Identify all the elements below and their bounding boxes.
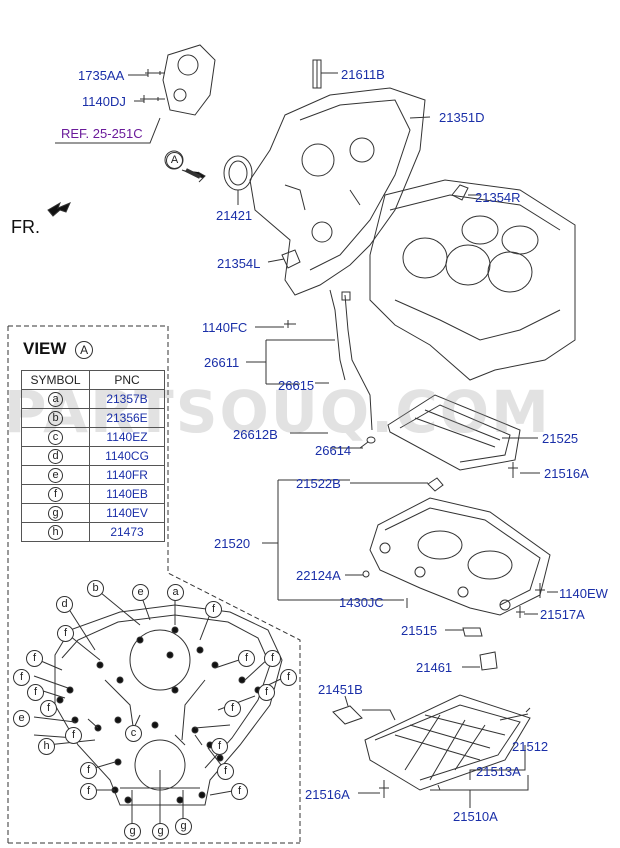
table-row[interactable]: f 1140EB <box>21 484 165 504</box>
part-label-21421[interactable]: 21421 <box>216 208 253 223</box>
symbol-pnc-table: SYMBOL PNC a 21357B b 21356E c 1140EZ d … <box>21 370 165 542</box>
symbol-circle: e <box>48 468 63 483</box>
table-row[interactable]: d 1140CG <box>21 446 165 466</box>
part-label-21516A-bottom[interactable]: 21516A <box>305 787 350 802</box>
table-row[interactable]: e 1140FR <box>21 465 165 485</box>
part-label-26611[interactable]: 26611 <box>204 355 240 370</box>
pnc-cell[interactable]: 21357B <box>89 389 165 409</box>
engine-block <box>369 179 576 381</box>
callout-f: f <box>80 783 97 800</box>
callout-g: g <box>124 823 141 840</box>
part-label-21517A[interactable]: 21517A <box>540 607 585 622</box>
part-label-21451B[interactable]: 21451B <box>318 682 363 697</box>
table-row[interactable]: h 21473 <box>21 522 165 542</box>
callout-f: f <box>27 684 44 701</box>
callout-f: f <box>224 700 241 717</box>
callout-d: d <box>56 596 73 613</box>
header-symbol: SYMBOL <box>21 370 90 390</box>
callout-f: f <box>40 700 57 717</box>
callout-e: e <box>13 710 30 727</box>
table-header-row: SYMBOL PNC <box>21 370 165 390</box>
symbol-circle: a <box>48 392 63 407</box>
view-marker: A <box>75 341 94 359</box>
lower-oil-pan <box>364 694 531 791</box>
callout-f: f <box>258 684 275 701</box>
pnc-cell[interactable]: 21356E <box>89 408 165 428</box>
part-label-1140EW[interactable]: 1140EW <box>559 586 608 601</box>
part-label-1140FC[interactable]: 1140FC <box>202 320 248 335</box>
callout-f: f <box>57 625 74 642</box>
part-label-22124A[interactable]: 22124A <box>296 568 341 583</box>
symbol-circle: h <box>48 525 63 540</box>
callout-e: e <box>132 584 149 601</box>
part-label-26614[interactable]: 26614 <box>315 443 352 458</box>
view-title: VIEW A <box>23 339 94 359</box>
part-label-21516A-top[interactable]: 21516A <box>544 466 589 481</box>
pnc-cell[interactable]: 1140EZ <box>89 427 165 447</box>
part-label-1140DJ[interactable]: 1140DJ <box>82 94 126 109</box>
part-label-1430JC[interactable]: 1430JC <box>339 595 384 610</box>
callout-f: f <box>80 762 97 779</box>
front-direction-label: FR. <box>11 217 40 237</box>
callout-f: f <box>13 669 30 686</box>
pnc-cell[interactable]: 1140EB <box>89 484 165 504</box>
table-row[interactable]: g 1140EV <box>21 503 165 523</box>
symbol-circle: b <box>48 411 63 426</box>
table-row[interactable]: c 1140EZ <box>21 427 165 447</box>
part-label-21525[interactable]: 21525 <box>542 431 579 446</box>
callout-c: c <box>125 725 142 742</box>
callout-f: f <box>26 650 43 667</box>
baffle-plate <box>387 394 521 471</box>
part-label-21513A[interactable]: 21513A <box>476 764 521 779</box>
callout-a: a <box>167 584 184 601</box>
timing-cover <box>249 87 426 296</box>
callout-g: g <box>152 823 169 840</box>
symbol-circle: g <box>48 506 63 521</box>
callout-f: f <box>238 650 255 667</box>
callout-f: f <box>217 763 234 780</box>
callout-b: b <box>87 580 104 597</box>
view-title-text: VIEW <box>23 339 67 358</box>
part-label-21354L[interactable]: 21354L <box>217 256 261 271</box>
part-label-21522B[interactable]: 21522B <box>296 476 341 491</box>
symbol-circle: f <box>48 487 63 502</box>
pnc-cell[interactable]: 21473 <box>89 522 165 542</box>
pnc-cell[interactable]: 1140FR <box>89 465 165 485</box>
callout-f: f <box>231 783 248 800</box>
symbol-circle: d <box>48 449 63 464</box>
reference-label[interactable]: REF. 25-251C <box>61 126 143 141</box>
symbol-circle: c <box>48 430 63 445</box>
part-label-26612B[interactable]: 26612B <box>233 427 278 442</box>
part-label-21611B[interactable]: 21611B <box>341 67 385 82</box>
table-row[interactable]: b 21356E <box>21 408 165 428</box>
callout-f: f <box>65 727 82 744</box>
part-label-21510A[interactable]: 21510A <box>453 809 498 824</box>
callout-h: h <box>38 738 55 755</box>
part-label-21351D[interactable]: 21351D <box>439 110 485 125</box>
thermostat-housing <box>162 44 216 116</box>
pnc-cell[interactable]: 1140CG <box>89 446 165 466</box>
part-label-21512[interactable]: 21512 <box>512 739 549 754</box>
part-label-21520[interactable]: 21520 <box>214 536 251 551</box>
callout-g: g <box>175 818 192 835</box>
callout-f: f <box>264 650 281 667</box>
callout-f: f <box>205 601 222 618</box>
view-a-cover <box>54 604 283 806</box>
view-marker-callout: A <box>166 152 183 169</box>
header-pnc: PNC <box>89 370 165 390</box>
part-label-1735AA[interactable]: 1735AA <box>78 68 125 83</box>
table-row[interactable]: a 21357B <box>21 389 165 409</box>
part-label-21515[interactable]: 21515 <box>401 623 438 638</box>
pnc-cell[interactable]: 1140EV <box>89 503 165 523</box>
part-label-26615[interactable]: 26615 <box>278 378 315 393</box>
upper-oil-pan <box>369 497 551 616</box>
callout-f: f <box>280 669 297 686</box>
part-label-21461[interactable]: 21461 <box>416 660 453 675</box>
part-label-21354R[interactable]: 21354R <box>475 190 521 205</box>
callout-f: f <box>211 738 228 755</box>
